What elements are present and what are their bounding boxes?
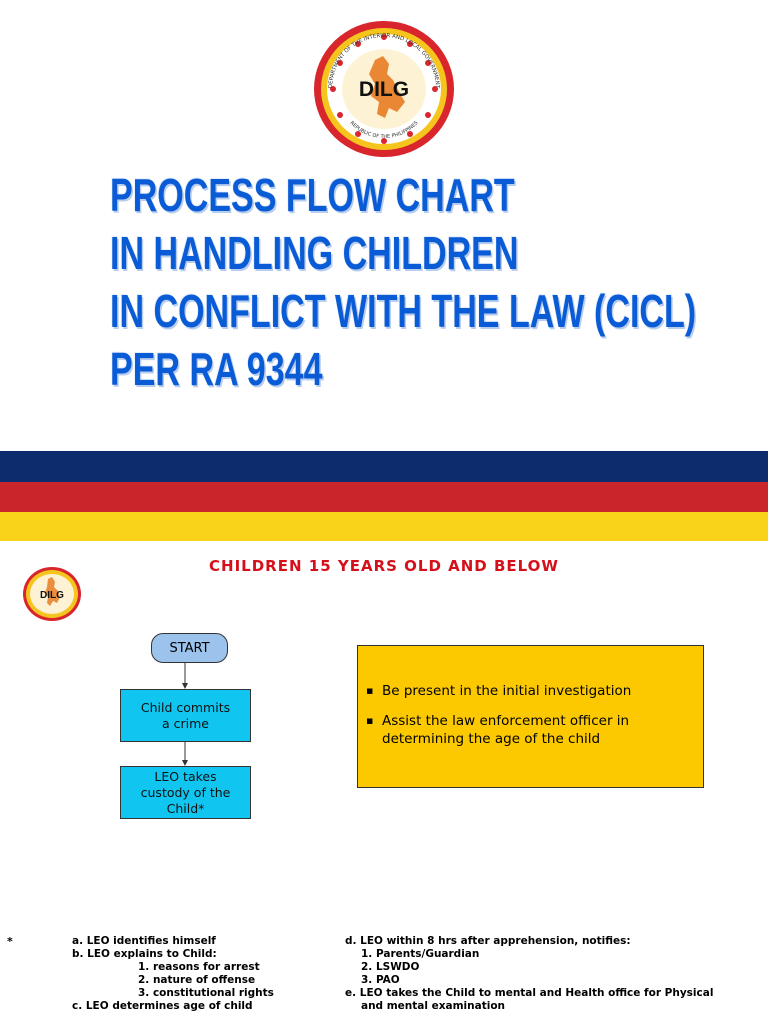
dilg-seal-icon: DILG [23,567,81,621]
footnote-line: 2. LSWDO [361,961,420,973]
flowchart-slide: DILG CHILDREN 15 YEARS OLD AND BELOW STA… [0,541,768,1024]
footnote-line: b. LEO explains to Child: [72,948,217,960]
title-line: PROCESS FLOW CHART [110,169,515,221]
footnote-right: d. LEO within 8 hrs after apprehension, … [345,935,713,1013]
flow-step-custody: LEO takes custody of the Child* [120,766,251,819]
info-box: ▪Be present in the initial investigation… [357,645,704,788]
seal-label: DILG [359,78,409,101]
section-title: CHILDREN 15 YEARS OLD AND BELOW [209,557,559,575]
seal-label: DILG [40,590,64,601]
footnote-left: a. LEO identifies himself b. LEO explain… [72,935,274,1013]
footnote-line: c. LEO determines age of child [72,1000,253,1012]
footnote-line: 2. nature of offense [138,974,256,986]
title-line: IN CONFLICT WITH THE LAW (CICL) [110,285,697,337]
bullet-icon: ▪ [366,714,374,727]
page-title: PROCESS FLOW CHART IN HANDLING CHILDREN … [110,166,696,398]
footnote-line: and mental examination [361,1000,506,1012]
flag-band-blue [0,451,768,482]
footnote-line: a. LEO identifies himself [72,935,216,947]
footnote-line: 3. constitutional rights [138,987,274,999]
footnote-line: 1. reasons for arrest [138,961,260,973]
flag-band-red [0,482,768,512]
flag-band-yellow [0,512,768,541]
title-slide: DEPARTMENT OF THE INTERIOR AND LOCAL GOV… [0,21,768,541]
flow-step-commit-crime: Child commits a crime [120,689,251,742]
footnote-line: e. LEO takes the Child to mental and Hea… [345,987,714,999]
title-line: PER RA 9344 [110,343,323,395]
dilg-seal-icon: DEPARTMENT OF THE INTERIOR AND LOCAL GOV… [314,21,454,157]
info-item: ▪Be present in the initial investigation [366,683,632,699]
bullet-icon: ▪ [366,684,374,697]
footnote-marker: * [7,935,13,948]
footnote-line: 1. Parents/Guardian [361,948,480,960]
footnote-line: d. LEO within 8 hrs after apprehension, … [345,935,631,947]
flow-start-node: START [151,633,228,663]
title-line: IN HANDLING CHILDREN [110,227,519,279]
footnote-line: 3. PAO [361,974,400,986]
info-item: ▪Assist the law enforcement officer in d… [366,713,630,747]
